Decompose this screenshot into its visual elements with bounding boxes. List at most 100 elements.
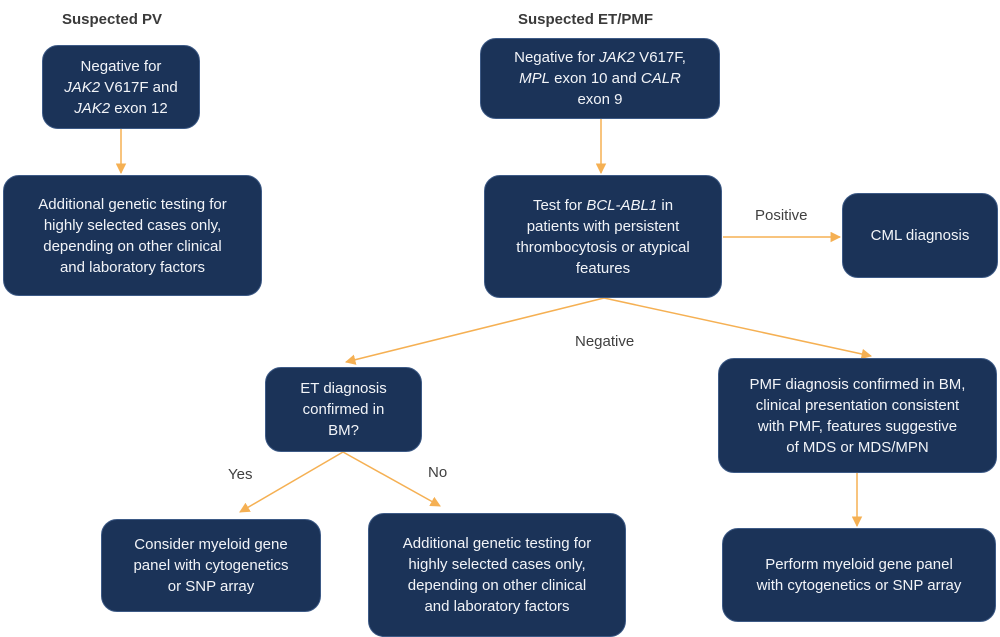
- node-text-line: with PMF, features suggestive: [750, 416, 966, 437]
- text-segment: exon 9: [577, 91, 623, 108]
- node-text: Additional genetic testing for highly sel…: [403, 533, 591, 617]
- text-segment: panel with cytogenetics: [133, 557, 289, 574]
- text-segment: ET diagnosis: [300, 380, 387, 397]
- node-et-diagnosis-confirmed: ET diagnosis confirmed in BM?: [265, 367, 422, 452]
- node-text-line: Perform myeloid gene panel: [757, 554, 962, 575]
- edge-label-no: No: [428, 464, 448, 481]
- node-text-line: confirmed in: [300, 399, 386, 420]
- arrow-et-dx-to-et-additional: [342, 451, 441, 507]
- text-segment: depending on other clinical: [43, 237, 222, 255]
- gene-name: JAK2: [64, 78, 101, 96]
- text-segment: thrombocytosis or atypical: [516, 238, 690, 256]
- node-text-line: highly selected cases only,: [38, 215, 226, 236]
- text-segment: Additional genetic testing for: [38, 195, 227, 213]
- text-segment: depending on other clinical: [407, 577, 587, 594]
- node-text-line: Negative for: [64, 56, 177, 77]
- node-text-line: BM?: [300, 420, 386, 441]
- arrow-et-dx-to-consider-panel: [239, 451, 344, 513]
- gene-name: JAK2: [74, 99, 111, 117]
- node-text-line: depending on other clinical: [38, 236, 226, 257]
- text-segment: of MDS or MDS/MPN: [786, 438, 929, 456]
- node-et-negative: Negative for JAK2 V617F,MPL exon 10 and …: [480, 38, 720, 119]
- text-segment: Negative for: [514, 49, 600, 66]
- node-text: Additional genetic testing for highly sel…: [38, 194, 226, 278]
- node-text-line: CML diagnosis: [871, 225, 970, 246]
- gene-name: MPL: [519, 70, 550, 87]
- text-segment: highly selected cases only,: [408, 556, 586, 573]
- text-segment: with cytogenetics or SNP array: [756, 577, 962, 594]
- node-pmf-diagnosis-confirmed: PMF diagnosis confirmed in BM, clinical p…: [718, 358, 997, 473]
- node-text: Perform myeloid gene panel with cytogenet…: [757, 554, 962, 596]
- node-text-line: or SNP array: [133, 576, 288, 597]
- text-segment: highly selected cases only,: [43, 216, 222, 234]
- text-segment: PMF diagnosis confirmed in BM,: [749, 375, 966, 393]
- text-segment: clinical presentation consistent: [755, 396, 960, 414]
- node-et-additional-testing: Additional genetic testing for highly sel…: [368, 513, 626, 637]
- text-segment: features: [575, 259, 631, 277]
- text-segment: V617F and: [100, 78, 178, 96]
- node-text-line: Negative for JAK2 V617F,: [514, 47, 686, 68]
- node-text-line: patients with persistent: [516, 216, 689, 237]
- arrow-bcr-test-to-pmf-dx: [603, 297, 873, 360]
- node-text-line: JAK2 exon 12: [64, 98, 177, 119]
- node-text-line: Additional genetic testing for: [38, 194, 226, 215]
- arrow-bcr-test-to-et-dx: [344, 297, 605, 365]
- node-pv-additional-testing: Additional genetic testing for highly sel…: [3, 175, 262, 296]
- text-segment: confirmed in: [302, 401, 385, 418]
- text-segment: V617F,: [635, 49, 686, 66]
- text-segment: patients with persistent: [526, 217, 680, 235]
- text-segment: and laboratory factors: [59, 258, 206, 276]
- node-text-line: features: [516, 258, 689, 279]
- node-text-line: JAK2 V617F and: [64, 77, 177, 98]
- node-text-line: exon 9: [514, 89, 686, 110]
- node-text: CML diagnosis: [871, 225, 970, 246]
- edge-label-yes: Yes: [228, 466, 253, 483]
- gene-name: CALR: [640, 70, 681, 87]
- text-segment: Consider myeloid gene: [134, 536, 288, 553]
- text-segment: and laboratory factors: [424, 598, 570, 615]
- heading-suspected-et-pmf: Suspected ET/PMF: [518, 11, 654, 28]
- node-text-line: and laboratory factors: [403, 596, 591, 617]
- text-segment: Test for: [532, 196, 587, 214]
- text-segment: Negative for: [80, 57, 162, 75]
- edge-label-negative: Negative: [575, 333, 635, 350]
- node-text-line: Test for BCL-ABL1 in: [516, 195, 689, 216]
- text-segment: in: [657, 196, 674, 214]
- gene-name: BCL-ABL1: [586, 196, 658, 214]
- node-text-line: Additional genetic testing for: [403, 533, 591, 554]
- node-text: Consider myeloid gene panel with cytogene…: [133, 534, 288, 597]
- node-text-line: panel with cytogenetics: [133, 555, 288, 576]
- text-segment: exon 12: [110, 99, 168, 117]
- text-segment: exon 10 and: [549, 70, 641, 87]
- node-text-line: MPL exon 10 and CALR: [514, 68, 686, 89]
- node-text-line: of MDS or MDS/MPN: [750, 437, 966, 458]
- text-segment: or SNP array: [167, 578, 255, 595]
- node-consider-myeloid-panel: Consider myeloid gene panel with cytogene…: [101, 519, 321, 612]
- node-text: ET diagnosis confirmed in BM?: [300, 378, 386, 441]
- node-text-line: highly selected cases only,: [403, 554, 591, 575]
- text-segment: with PMF, features suggestive: [757, 417, 958, 435]
- text-segment: BM?: [328, 422, 359, 439]
- heading-suspected-pv: Suspected PV: [62, 11, 163, 28]
- node-text-line: depending on other clinical: [403, 575, 591, 596]
- node-text-line: Consider myeloid gene: [133, 534, 288, 555]
- node-text: Negative for JAK2 V617F,MPL exon 10 and …: [514, 47, 686, 110]
- text-segment: Additional genetic testing for: [402, 535, 592, 552]
- node-text-line: clinical presentation consistent: [750, 395, 966, 416]
- text-segment: Perform myeloid gene panel: [765, 556, 953, 573]
- node-perform-myeloid-panel: Perform myeloid gene panel with cytogenet…: [722, 528, 996, 622]
- node-text-line: and laboratory factors: [38, 257, 226, 278]
- gene-name: JAK2: [599, 49, 636, 66]
- node-text-line: thrombocytosis or atypical: [516, 237, 689, 258]
- node-text: PMF diagnosis confirmed in BM, clinical p…: [750, 374, 966, 458]
- node-cml-diagnosis: CML diagnosis: [842, 193, 998, 278]
- node-text-line: PMF diagnosis confirmed in BM,: [750, 374, 966, 395]
- node-text-line: with cytogenetics or SNP array: [757, 575, 962, 596]
- text-segment: CML diagnosis: [870, 227, 970, 244]
- edge-label-positive: Positive: [755, 207, 808, 224]
